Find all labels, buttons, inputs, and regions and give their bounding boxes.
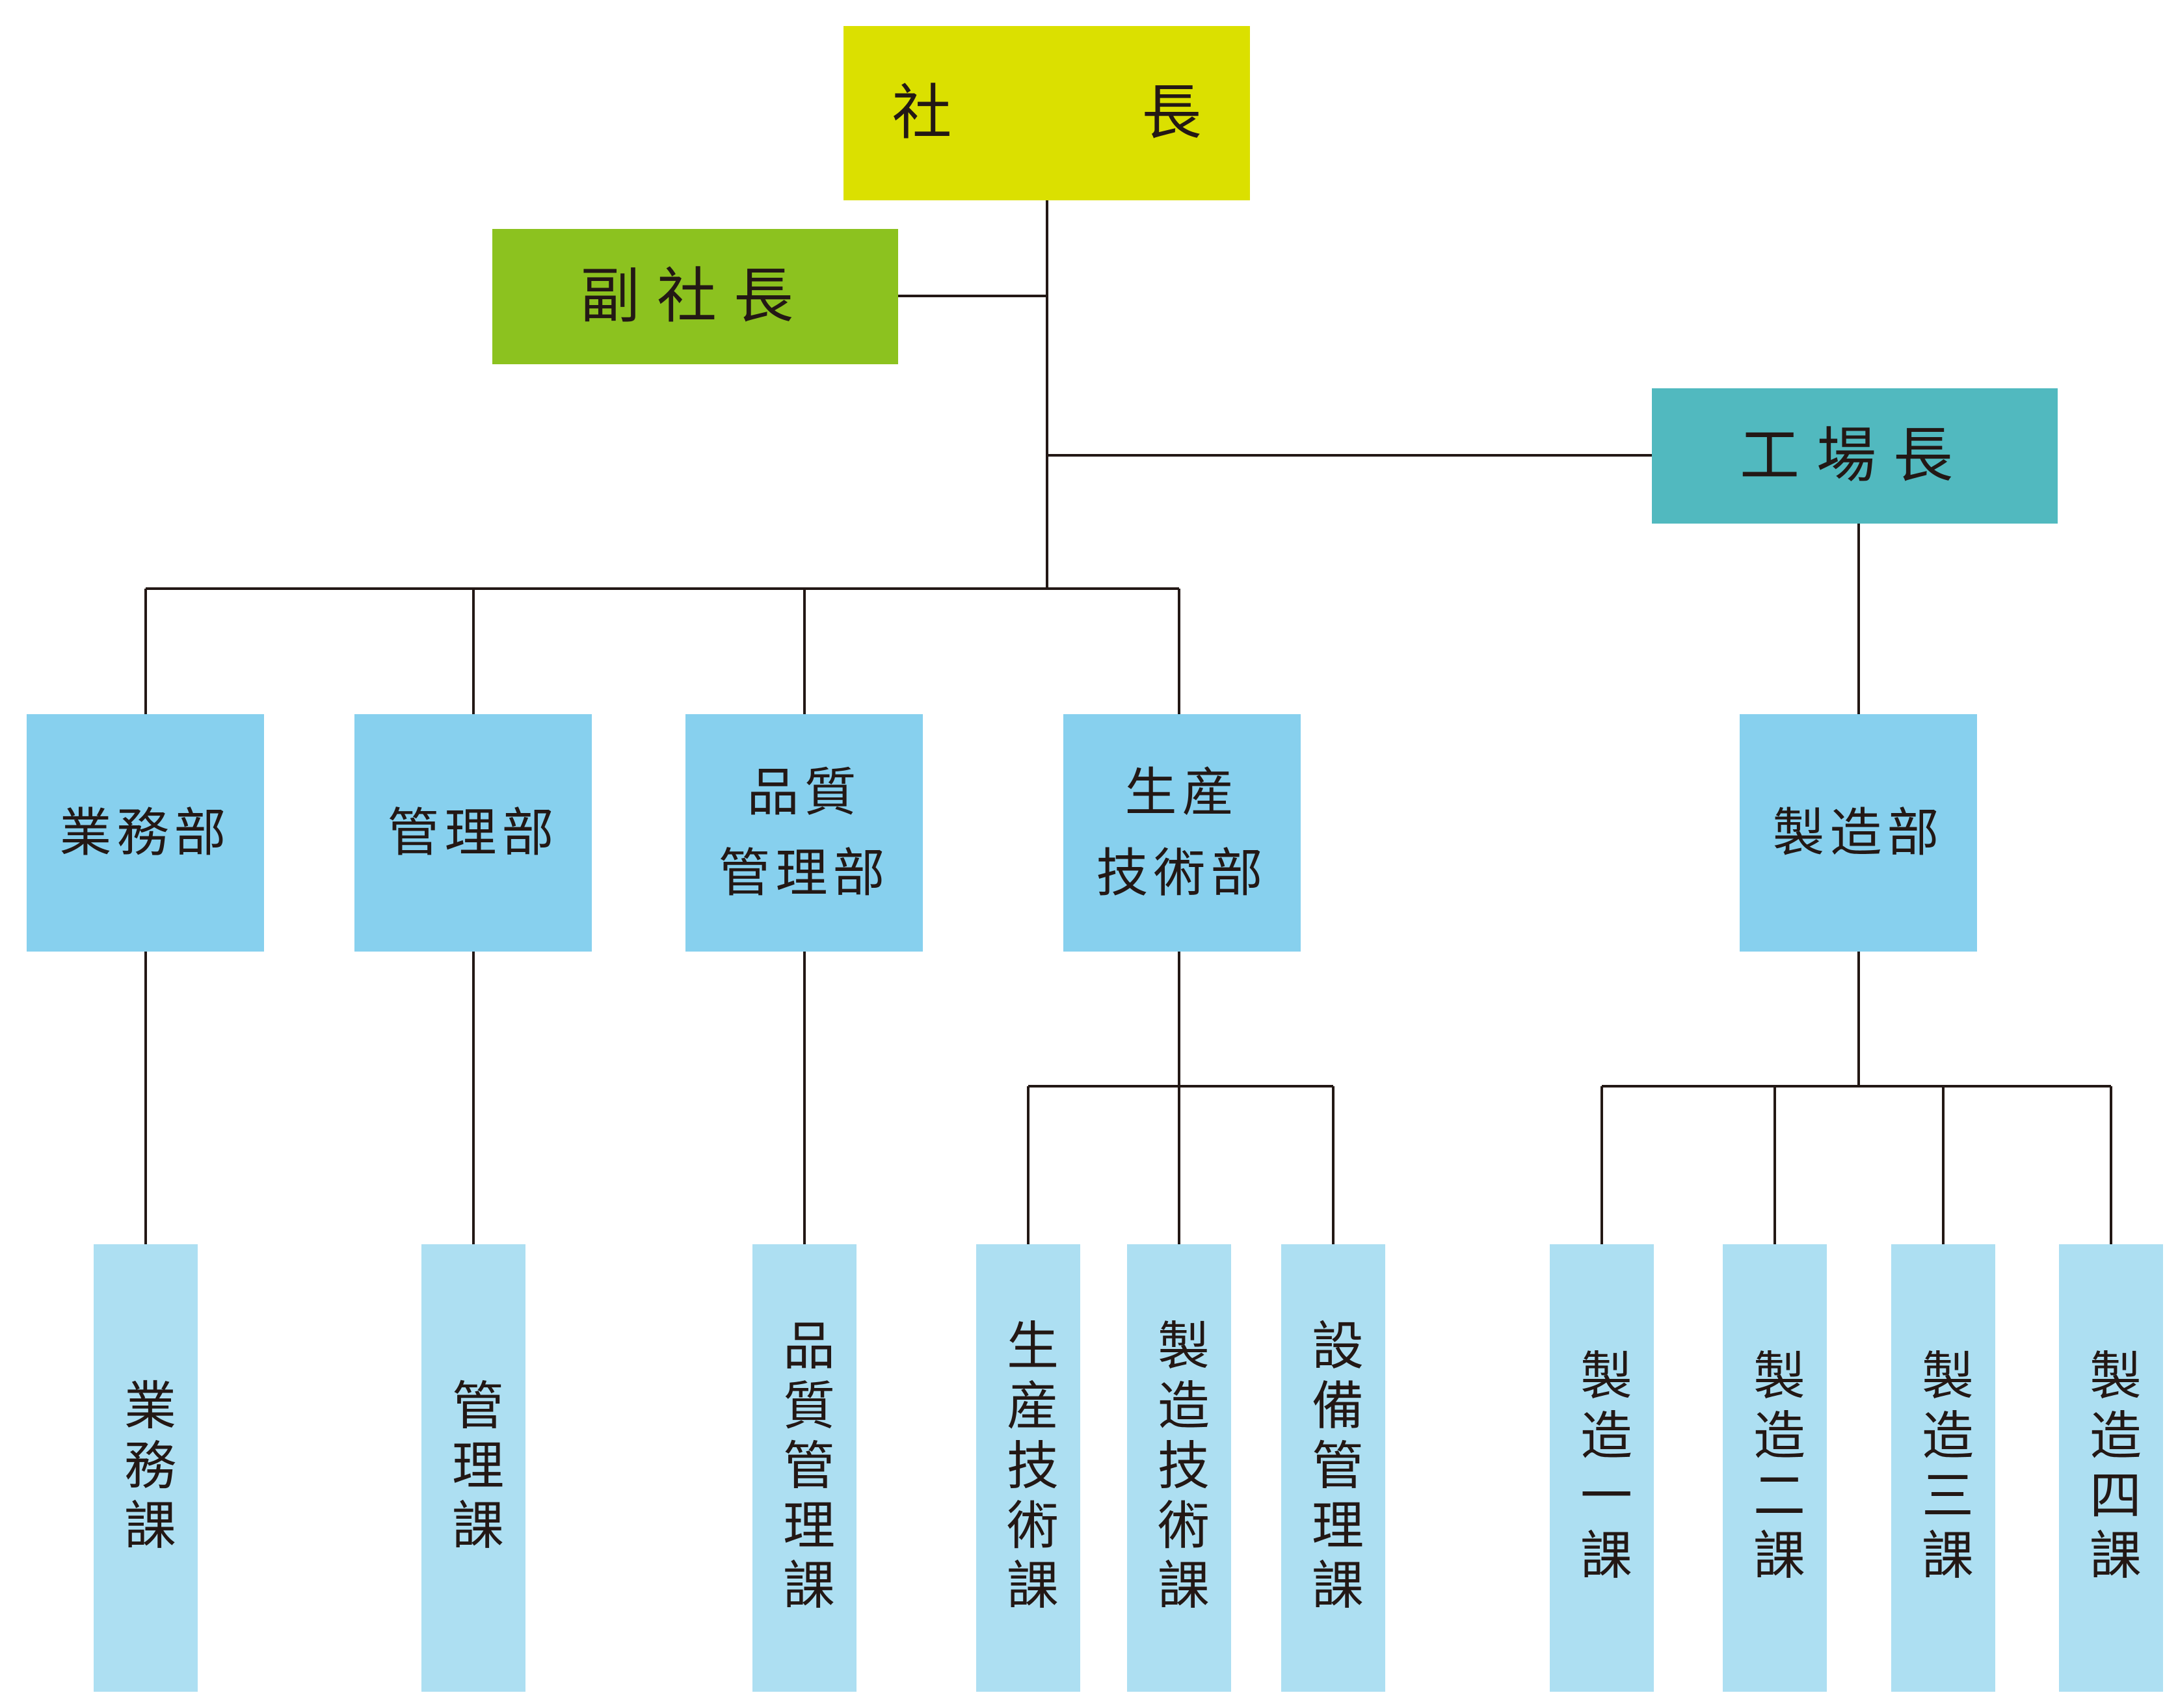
vice-president-label: 副社長 — [579, 261, 810, 331]
section-box-manufacturing-3: 製造三課 — [1891, 1244, 1995, 1692]
section-box-quality-control: 品質管理課 — [752, 1244, 857, 1692]
dept-box-manufacturing: 製造部 — [1740, 714, 1977, 952]
dept-label: 生産 技術部 — [1096, 762, 1268, 903]
section-label: 製造技術課 — [1149, 1318, 1210, 1618]
dept-label: 管理部 — [387, 802, 559, 863]
section-box-manufacturing-4: 製造四課 — [2059, 1244, 2163, 1692]
section-box-manufacturing-1: 製造一課 — [1550, 1244, 1654, 1692]
dept-box-production-engineering: 生産 技術部 — [1063, 714, 1301, 952]
section-label: 業務課 — [116, 1378, 176, 1558]
dept-label: 業務部 — [59, 802, 232, 863]
section-label: 製造三課 — [1913, 1348, 1974, 1588]
section-box-administration: 管理課 — [421, 1244, 525, 1692]
section-label: 製造四課 — [2081, 1348, 2142, 1588]
section-label: 生産技術課 — [998, 1318, 1059, 1618]
section-box-business: 業務課 — [94, 1244, 198, 1692]
dept-label: 製造部 — [1772, 802, 1945, 863]
section-box-manufacturing-2: 製造二課 — [1723, 1244, 1827, 1692]
section-label: 製造二課 — [1745, 1348, 1805, 1588]
ceo-box: 社 長 — [843, 26, 1250, 200]
section-box-manufacturing-engineering: 製造技術課 — [1127, 1244, 1231, 1692]
plant-manager-label: 工場長 — [1739, 421, 1970, 490]
section-box-production-engineering: 生産技術課 — [976, 1244, 1080, 1692]
dept-box-quality-control: 品質 管理部 — [685, 714, 923, 952]
dept-box-business: 業務部 — [27, 714, 264, 952]
section-label: 品質管理課 — [775, 1318, 835, 1618]
section-box-equipment-management: 設備管理課 — [1281, 1244, 1385, 1692]
section-label: 設備管理課 — [1303, 1318, 1364, 1618]
section-label: 管理課 — [444, 1378, 504, 1558]
vice-president-box: 副社長 — [492, 229, 898, 364]
ceo-label: 社 長 — [892, 78, 1267, 148]
dept-label: 品質 管理部 — [718, 762, 890, 903]
dept-box-administration: 管理部 — [354, 714, 592, 952]
section-label: 製造一課 — [1572, 1348, 1632, 1588]
plant-manager-box: 工場長 — [1652, 388, 2058, 524]
